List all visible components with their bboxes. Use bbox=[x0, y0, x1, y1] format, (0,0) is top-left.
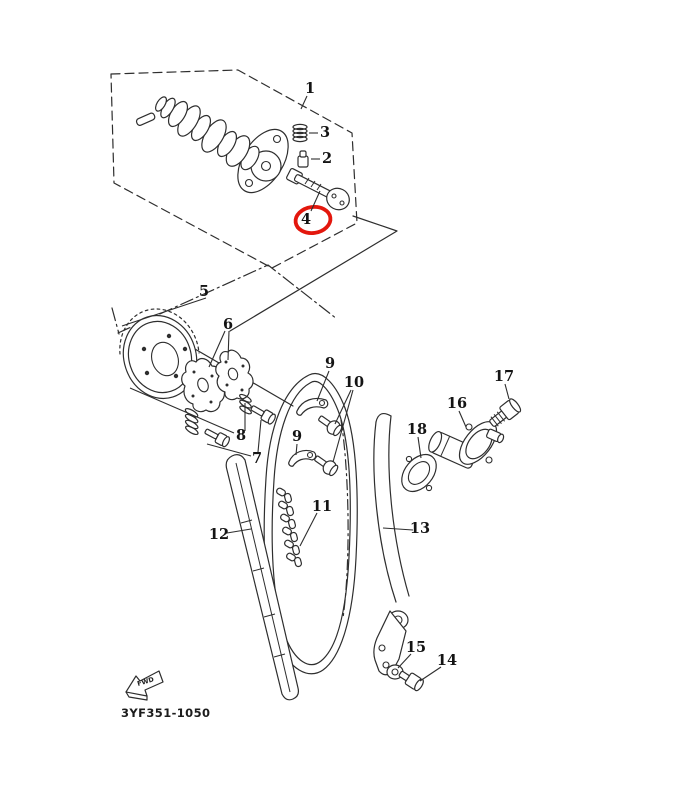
callout-13[interactable]: 13 bbox=[410, 520, 430, 537]
tensioner-bolt bbox=[489, 398, 522, 427]
leader-line-7 bbox=[206, 443, 252, 457]
chain-guide-rear bbox=[373, 412, 410, 676]
leader-line-17 bbox=[504, 383, 510, 400]
leader-line-6 bbox=[208, 330, 226, 368]
leader-line-13 bbox=[382, 527, 414, 531]
callout-16[interactable]: 16 bbox=[447, 395, 467, 412]
damper-springs bbox=[184, 393, 252, 436]
callout-11[interactable]: 11 bbox=[312, 498, 332, 515]
tensioner-gasket bbox=[401, 453, 437, 493]
leader-line-9b bbox=[295, 443, 298, 456]
callout-18[interactable]: 18 bbox=[407, 421, 427, 438]
callout-7[interactable]: 7 bbox=[252, 450, 262, 467]
leader-line-18 bbox=[417, 436, 422, 459]
damper-bolts bbox=[314, 415, 343, 477]
chain-guide-front bbox=[225, 454, 300, 701]
part-code: 3YF351-1050 bbox=[121, 706, 210, 720]
dowel-pin bbox=[135, 112, 156, 126]
cam-sprocket bbox=[119, 308, 200, 400]
callout-9a[interactable]: 9 bbox=[325, 355, 335, 372]
camshaft-bolt bbox=[286, 168, 350, 211]
leader-line-5 bbox=[121, 297, 207, 327]
leader-line-12 bbox=[226, 528, 252, 534]
callout-12[interactable]: 12 bbox=[209, 526, 229, 543]
leader-line-8 bbox=[129, 387, 235, 434]
callout-9b[interactable]: 9 bbox=[292, 428, 302, 445]
plate-bolts bbox=[204, 405, 276, 448]
leader-line-9a bbox=[316, 370, 330, 402]
leader-line-16 bbox=[458, 410, 467, 428]
leader-line-14 bbox=[419, 666, 442, 682]
callout-6[interactable]: 6 bbox=[223, 316, 233, 333]
timing-chain bbox=[263, 372, 358, 675]
pivot-bolt bbox=[398, 670, 424, 692]
sprocket-plates bbox=[181, 349, 254, 413]
callout-8[interactable]: 8 bbox=[236, 427, 246, 444]
callout-3[interactable]: 3 bbox=[320, 124, 330, 141]
callout-10[interactable]: 10 bbox=[344, 374, 364, 391]
callout-1[interactable]: 1 bbox=[305, 80, 315, 97]
camshaft bbox=[135, 96, 289, 194]
camshaft-group-outline bbox=[110, 69, 358, 269]
plug bbox=[297, 150, 309, 168]
leader-line-1 bbox=[300, 95, 308, 110]
fwd-arrow: FWD bbox=[125, 670, 164, 701]
leader-line-7 bbox=[257, 419, 262, 453]
callout-14[interactable]: 14 bbox=[437, 652, 457, 669]
tensioner-spring-small bbox=[292, 123, 308, 143]
callout-5[interactable]: 5 bbox=[199, 283, 209, 300]
leader-line-15 bbox=[397, 653, 412, 669]
leader-line-10 bbox=[334, 389, 352, 425]
leader-line-4 bbox=[310, 190, 321, 212]
chain-tensioner bbox=[428, 421, 505, 469]
highlight-ring bbox=[293, 204, 333, 236]
callout-15[interactable]: 15 bbox=[406, 639, 426, 656]
leader-line-10 bbox=[332, 389, 354, 463]
leader-line-6 bbox=[227, 330, 230, 361]
callout-17[interactable]: 17 bbox=[494, 368, 514, 385]
chain-links bbox=[276, 487, 303, 568]
callout-4[interactable]: 4 bbox=[301, 211, 311, 228]
callout-2[interactable]: 2 bbox=[322, 150, 332, 167]
leader-line-11 bbox=[299, 512, 318, 547]
